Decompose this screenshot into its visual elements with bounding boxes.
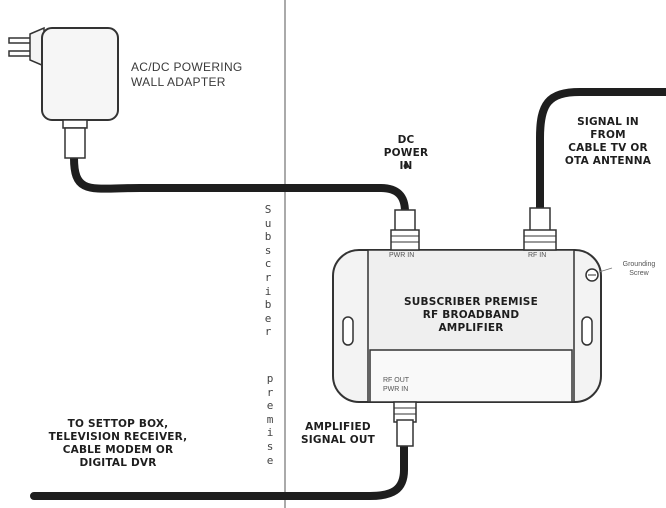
- destination-line2: TELEVISION RECEIVER,: [48, 431, 188, 444]
- rf-in-connector: [523, 207, 557, 251]
- dc-power-label: DC POWER IN: [378, 134, 434, 173]
- destination-line3: CABLE MODEM OR: [62, 444, 174, 457]
- grounding-screw-label: Grounding Screw: [612, 261, 666, 279]
- amplified-line2: SIGNAL OUT: [301, 434, 375, 447]
- signal-in-line2: FROM: [590, 129, 626, 142]
- dc-power-line3: IN: [399, 160, 413, 173]
- rf-out-port-line2: PWR IN: [383, 385, 409, 393]
- amplified-signal-label: AMPLIFIED SIGNAL OUT: [288, 421, 388, 447]
- amplifier-title-line1: SUBSCRIBER PREMISE: [404, 296, 538, 308]
- rf-out-port-line1: RF OUT: [383, 377, 410, 384]
- rf-out-port-label: RF OUT PWR IN: [383, 377, 409, 395]
- amplified-line1: AMPLIFIED: [305, 421, 371, 433]
- rf-in-port-label: RF IN: [528, 252, 547, 259]
- premise-vertical-text: premise: [266, 372, 274, 467]
- signal-in-line1: SIGNAL IN: [577, 116, 639, 128]
- dc-power-line2: POWER: [383, 147, 429, 160]
- rf-out-connector: [393, 401, 417, 447]
- destination-label: TO SETTOP BOX, TELEVISION RECEIVER, CABL…: [26, 418, 210, 471]
- signal-out-cable: [30, 441, 408, 500]
- wall-adapter-icon: [8, 26, 119, 159]
- signal-in-line4: OTA ANTENNA: [564, 155, 652, 168]
- subscriber-vertical-text: Subscriber: [264, 203, 272, 339]
- adapter-label-line2: WALL ADAPTER: [131, 75, 226, 89]
- adapter-label-line1: AC/DC POWERING: [131, 60, 243, 74]
- amplifier-title-line2: RF BROADBAND: [422, 309, 520, 322]
- signal-in-line3: CABLE TV OR: [568, 142, 648, 155]
- signal-in-cable: [536, 88, 666, 216]
- destination-line4: DIGITAL DVR: [79, 457, 157, 470]
- grounding-line2: Screw: [629, 269, 649, 277]
- grounding-line1: Grounding: [622, 261, 656, 268]
- power-cable: [70, 154, 409, 216]
- grounding-screw-icon: [585, 267, 613, 282]
- amplifier-title: SUBSCRIBER PREMISE RF BROADBAND AMPLIFIE…: [380, 296, 562, 335]
- dc-power-line1: DC: [397, 134, 415, 146]
- dc-power-connector: [390, 163, 420, 251]
- amplifier-housing: [332, 249, 602, 403]
- pwr-in-port-label: PWR IN: [389, 252, 415, 259]
- destination-line1: TO SETTOP BOX,: [67, 418, 169, 430]
- amplifier-title-line3: AMPLIFIER: [438, 322, 504, 335]
- signal-in-label: SIGNAL IN FROM CABLE TV OR OTA ANTENNA: [556, 116, 660, 169]
- adapter-label: AC/DC POWERING WALL ADAPTER: [131, 60, 243, 90]
